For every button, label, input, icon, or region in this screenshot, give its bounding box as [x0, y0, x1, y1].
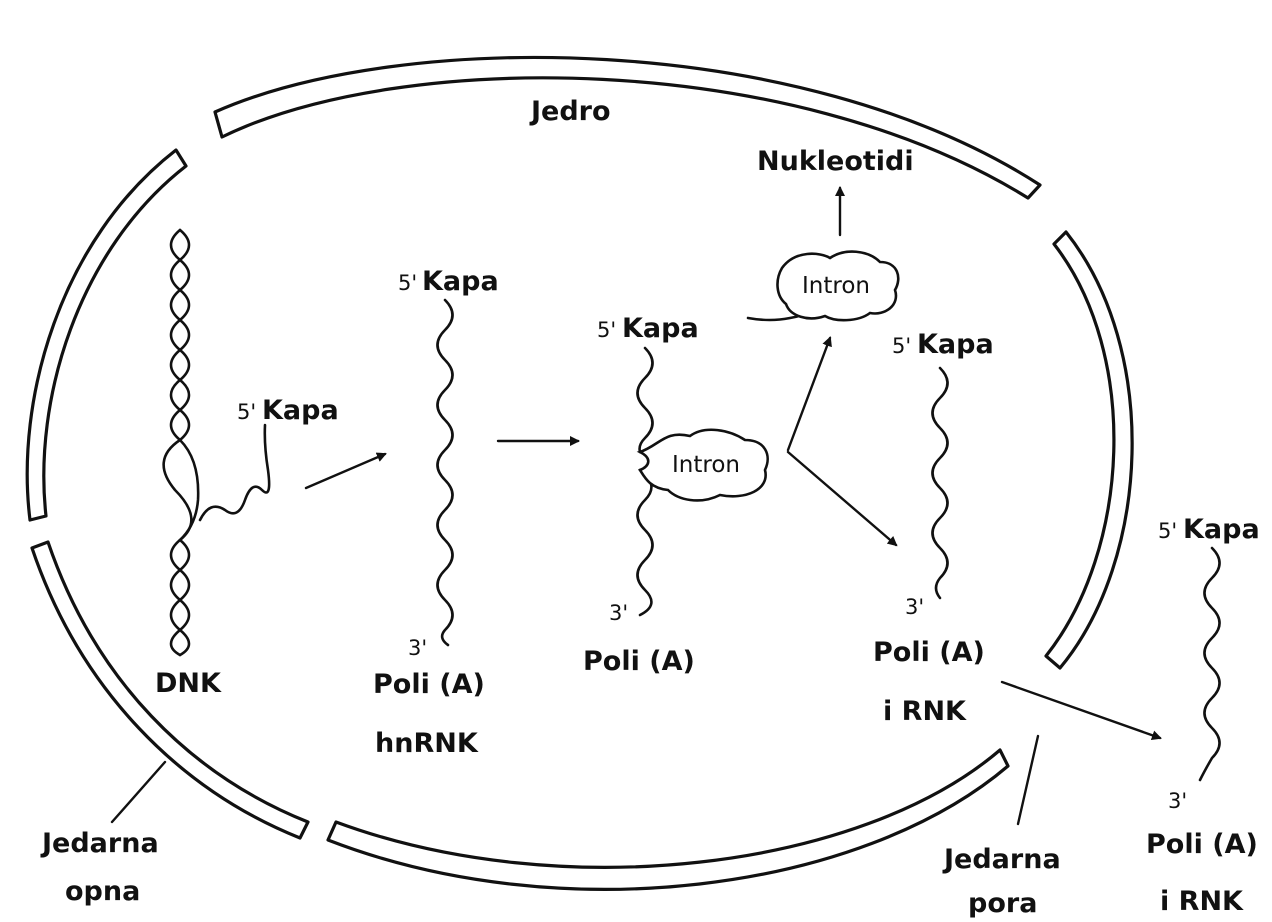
arrow-transcription [304, 452, 387, 490]
pore-leader-line [1016, 734, 1040, 826]
arrow-to-mrna [786, 450, 898, 547]
five-prime-label-2: 5' [398, 271, 417, 295]
intron-loop-2 [776, 250, 900, 322]
intron-loop-1 [636, 428, 769, 502]
five-prime-label-5: 5' [1158, 519, 1177, 543]
cap-label-4: Kapa [917, 329, 994, 360]
polya-label-1: Poli (A) [373, 669, 485, 700]
mrna-label-1: i RNK [883, 696, 967, 727]
polya-label-2: Poli (A) [583, 646, 695, 677]
intron-label-1: Intron [672, 452, 740, 478]
envelope-segment-lower-left [30, 540, 310, 840]
mrna-strand-nucleus [931, 366, 949, 600]
arrow-intron-release [786, 336, 832, 452]
pre-splice-strand-lower [636, 468, 654, 617]
envelope-segment-top [213, 55, 1042, 200]
mrna-label-2: i RNK [1160, 886, 1244, 917]
envelope-leader-line [110, 760, 167, 824]
polya-label-4: Poli (A) [1146, 829, 1258, 860]
pore-label-line1: Jedarna [942, 844, 1061, 875]
dna-double-helix [162, 228, 200, 657]
envelope-label-line2: opna [65, 876, 140, 907]
polya-label-3: Poli (A) [873, 637, 985, 668]
arrow-export [1000, 680, 1162, 741]
pre-splice-strand-upper [636, 346, 654, 454]
pore-label-line2: pora [968, 888, 1037, 919]
nucleotides-label: Nukleotidi [757, 146, 914, 177]
five-prime-label-4: 5' [892, 334, 911, 358]
nascent-rna-strand [198, 423, 271, 522]
three-prime-label-3: 3' [905, 595, 924, 619]
cap-label-3: Kapa [622, 313, 699, 344]
mrna-strand-cytoplasm [1198, 546, 1221, 782]
nucleus-label: Jedro [529, 96, 611, 127]
nuclear-envelope [25, 55, 1134, 891]
cap-label-2: Kapa [422, 266, 499, 297]
intron-label-2: Intron [802, 273, 870, 299]
envelope-segment-right [1044, 230, 1134, 670]
hnrna-label: hnRNK [375, 728, 479, 759]
five-prime-label-1: 5' [237, 400, 256, 424]
cap-label-5: Kapa [1183, 514, 1260, 545]
hnrna-strand [436, 298, 454, 647]
envelope-segment-bottom [326, 748, 1010, 891]
three-prime-label-4: 3' [1168, 789, 1187, 813]
dna-label: DNK [155, 668, 222, 699]
three-prime-label-2: 3' [609, 601, 628, 625]
three-prime-label-1: 3' [408, 636, 427, 660]
five-prime-label-3: 5' [597, 318, 616, 342]
cap-label-1: Kapa [262, 395, 339, 426]
envelope-segment-upper-left [25, 148, 188, 522]
envelope-label-line1: Jedarna [40, 828, 159, 859]
